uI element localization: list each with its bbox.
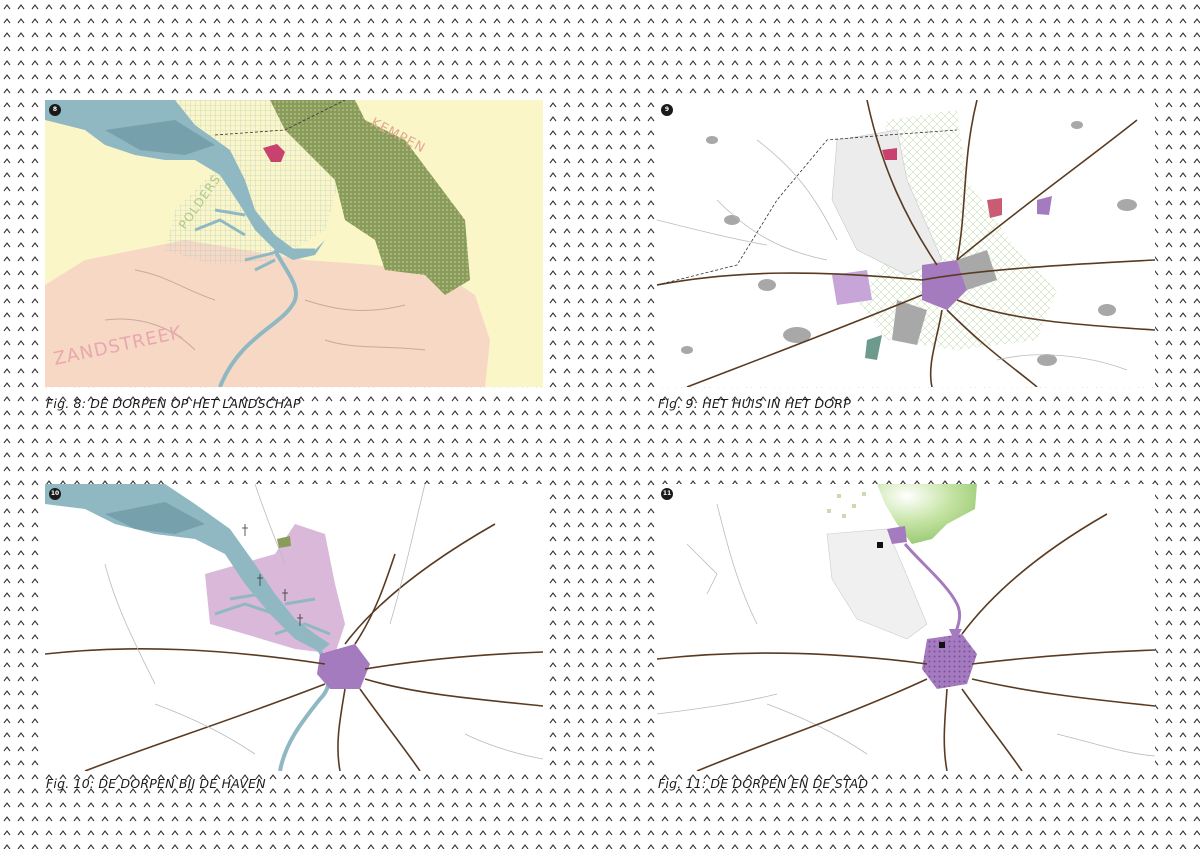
villages-city-map: 11 bbox=[657, 484, 1155, 771]
figure-8-caption: Fig. 8: DE DORPEN OP HET LANDSCHAP bbox=[46, 396, 301, 411]
figure-11-caption: Fig. 11: DE DORPEN EN DE STAD bbox=[658, 776, 869, 791]
canals bbox=[214, 592, 331, 636]
minor-roads bbox=[104, 484, 543, 760]
village-magenta bbox=[882, 148, 897, 160]
zandstreek-region bbox=[45, 240, 490, 387]
village-mesh bbox=[857, 110, 1057, 350]
grey-blob-1 bbox=[957, 250, 997, 290]
roads bbox=[45, 523, 543, 771]
minor-roads bbox=[657, 503, 1155, 757]
border-dashed bbox=[214, 100, 346, 136]
figure-number-badge: 10 bbox=[49, 488, 61, 500]
grey-blob-2 bbox=[892, 300, 927, 345]
figure-10-caption: Fig. 10: DE DORPEN BIJ DE HAVEN bbox=[46, 776, 266, 791]
estuary-dark bbox=[105, 502, 205, 534]
harbour-villages-zone bbox=[205, 524, 345, 654]
location-markers bbox=[877, 542, 945, 648]
city-center bbox=[922, 260, 967, 310]
roads bbox=[657, 513, 1155, 771]
figure-10-panel: 10 bbox=[45, 484, 543, 771]
arrow-head bbox=[949, 629, 962, 642]
grey-scatter bbox=[681, 121, 1137, 366]
canals bbox=[194, 208, 315, 272]
figure-9-caption: Fig. 9: HET HUIS IN HET DORP bbox=[658, 396, 851, 411]
figure-9-panel: 9 bbox=[657, 100, 1155, 387]
connection-arrow bbox=[903, 543, 962, 635]
city-center bbox=[922, 634, 977, 689]
river bbox=[218, 249, 298, 387]
church-markers bbox=[242, 524, 303, 626]
roads bbox=[657, 100, 1155, 387]
border-dashed bbox=[657, 129, 958, 286]
house-village-map: 9 bbox=[657, 100, 1155, 387]
forest-area-2 bbox=[335, 110, 385, 180]
streams bbox=[104, 269, 426, 351]
green-dots bbox=[827, 492, 866, 518]
figure-11-panel: 11 bbox=[657, 484, 1155, 771]
harbour-villages-map: 10 bbox=[45, 484, 543, 771]
figure-number-badge: 8 bbox=[49, 104, 61, 116]
figure-number-badge: 9 bbox=[661, 104, 673, 116]
city-center bbox=[317, 644, 370, 689]
purple-blob bbox=[832, 270, 872, 305]
figure-number-badge: 11 bbox=[661, 488, 673, 500]
village-purple bbox=[1037, 196, 1052, 215]
village-green bbox=[865, 335, 882, 360]
figure-8-panel: 8 POLDERS KEMPEN bbox=[45, 100, 543, 387]
village-purple bbox=[887, 526, 907, 544]
minor-roads bbox=[657, 139, 1128, 371]
village-cluster bbox=[263, 144, 285, 162]
landscape-map: 8 POLDERS KEMPEN bbox=[45, 100, 543, 387]
village-red bbox=[987, 198, 1002, 218]
estuary bbox=[45, 100, 325, 260]
village-green bbox=[277, 536, 291, 548]
estuary-dark bbox=[105, 120, 215, 155]
forest-area bbox=[270, 100, 470, 295]
